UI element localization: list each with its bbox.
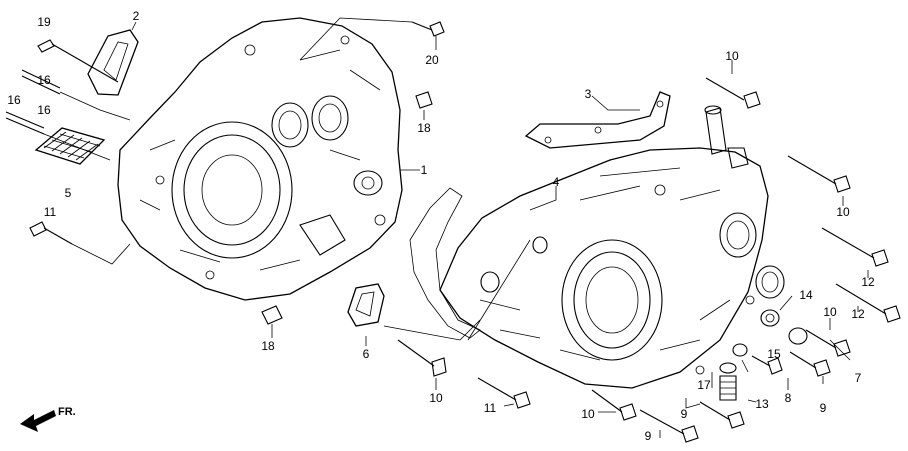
callout-11-lower: 11 — [484, 401, 497, 415]
callout-9-lower: 9 — [645, 429, 652, 443]
right-crankcase-half — [439, 105, 785, 389]
callout-16-lower: 16 — [7, 93, 21, 107]
callout-4: 4 — [553, 175, 560, 189]
callout-9-mid: 9 — [681, 407, 688, 421]
callout-20: 20 — [425, 53, 439, 67]
callout-13: 13 — [755, 397, 769, 411]
left-crankcase-half — [117, 17, 403, 301]
callout-6: 6 — [363, 347, 370, 361]
part-6-grommet — [347, 283, 385, 327]
part-2-guide-plate — [87, 29, 139, 96]
callout-12-upper: 12 — [861, 275, 875, 289]
callout-9-right: 9 — [820, 401, 827, 415]
callout-10-lower-left: 10 — [429, 391, 443, 405]
callout-10-top: 10 — [725, 49, 739, 63]
part-5-strainer-screen — [34, 127, 106, 165]
callouts: 2 19 16 16 16 5 11 18 18 20 1 3 4 10 10 … — [7, 9, 875, 443]
callout-18-upper: 18 — [417, 121, 431, 135]
callout-1: 1 — [421, 163, 428, 177]
callout-2: 2 — [133, 9, 140, 23]
front-direction-arrow: FR. — [20, 406, 76, 432]
callout-10-mid: 10 — [823, 305, 837, 319]
callout-14: 14 — [799, 288, 813, 302]
callout-10-right: 10 — [836, 205, 850, 219]
callout-18-lower: 18 — [261, 339, 275, 353]
callout-3: 3 — [585, 87, 592, 101]
callout-17: 17 — [697, 378, 711, 392]
front-label: FR. — [58, 406, 76, 418]
arrow-icon — [20, 410, 56, 432]
right-leader-lines — [365, 60, 869, 438]
callout-12-lower: 12 — [851, 307, 865, 321]
callout-16-upper: 16 — [37, 73, 51, 87]
callout-11-left: 11 — [44, 205, 57, 219]
callout-10-lower: 10 — [581, 407, 595, 421]
callout-7: 7 — [855, 371, 862, 385]
callout-19: 19 — [37, 15, 51, 29]
callout-15: 15 — [767, 347, 781, 361]
callout-16-mid: 16 — [37, 103, 51, 117]
left-leader-lines — [43, 17, 437, 338]
callout-5: 5 — [65, 186, 72, 200]
gasket — [409, 187, 481, 339]
part-3-bracket — [524, 91, 671, 149]
right-fasteners — [397, 77, 901, 443]
callout-8: 8 — [785, 391, 792, 405]
left-fasteners — [5, 21, 445, 325]
